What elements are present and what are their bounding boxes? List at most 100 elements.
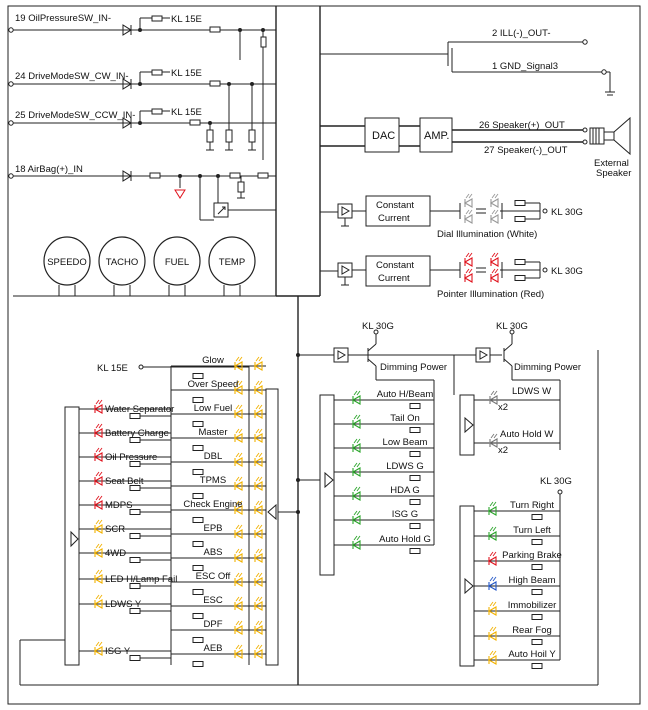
gauge-label: TACHO (106, 257, 139, 268)
center-indicator-label: DBL (204, 451, 222, 462)
left-indicator-label: ISG Y (105, 646, 131, 657)
dimming-kl30g-label: KL 30G (496, 321, 528, 332)
dial-illumination-label: Dial Illumination (White) (437, 229, 537, 240)
left-indicator-label: MDPS (105, 500, 132, 511)
mid-indicator-label: Auto Hold G (379, 534, 431, 545)
led-icon (93, 495, 103, 510)
center-indicator-label: Over Speed (188, 379, 239, 390)
center-indicator-row: Check Engine (171, 499, 266, 523)
led-icon (233, 428, 243, 443)
input-drive-mode-ccw-label: 25 DriveModeSW_CCW_IN- (15, 110, 135, 121)
right-top-driver-bar (459, 394, 475, 456)
left-driver-bar (64, 406, 80, 666)
right-bottom-indicator-row: Rear Fog (474, 625, 560, 645)
output-speaker-plus-label: 26 Speaker(+)_OUT (479, 120, 565, 131)
right-bottom-indicator-row: Turn Left (474, 525, 560, 545)
mid-indicator-label: HDA G (390, 485, 420, 496)
led-icon (253, 548, 263, 563)
mid-indicator-label: Low Beam (383, 437, 428, 448)
lower-bus (19, 296, 599, 686)
mid-indicator-panel (319, 379, 435, 576)
dimming-power-1: KL 30G Dimming Power (333, 321, 447, 380)
mid-indicator-row: Auto Hold G (334, 534, 434, 554)
led-icon (489, 268, 499, 283)
center-indicator-row: ESC Off (171, 571, 266, 595)
diode-icon (122, 117, 132, 129)
output-ill-label: 2 ILL(-)_OUT- (492, 28, 551, 39)
led-icon (489, 193, 499, 208)
led-icon (93, 519, 103, 534)
gauge-label: FUEL (165, 257, 189, 268)
amp-label: AMP. (424, 130, 449, 142)
pointer-kl30g-label: KL 30G (551, 266, 583, 277)
left-indicator-row: 4WD (79, 543, 172, 563)
illumination-led-cluster (459, 193, 541, 224)
led-icon (253, 452, 263, 467)
gauge-speedo: SPEEDO (43, 236, 91, 296)
led-icon (489, 252, 499, 267)
left-indicator-panel (20, 367, 279, 666)
led-icon (351, 438, 361, 453)
left-indicator-row: Water Separator (79, 399, 174, 419)
led-icon (93, 447, 103, 462)
x2-label: x2 (498, 445, 508, 456)
led-icon (253, 644, 263, 659)
kl15e-left-label: KL 15E (97, 363, 128, 374)
center-indicator-label: TPMS (200, 475, 226, 486)
dimming-power-2: KL 30G Dimming Power (453, 321, 581, 395)
left-indicator-label: LDWS Y (105, 599, 142, 610)
left-indicator-row: LED H/Lamp Fail (79, 569, 177, 589)
center-indicator-label: ESC Off (196, 571, 231, 582)
center-indicator-row: TPMS (171, 475, 266, 499)
kl15e-label: KL 15E (171, 68, 202, 79)
led-icon (489, 209, 499, 224)
center-indicator-row: ABS (171, 547, 266, 571)
dial-kl30g-label: KL 30G (551, 207, 583, 218)
center-indicator-label: Check Engine (183, 499, 242, 510)
right-bottom-driver-bar (459, 505, 475, 667)
right-bottom-indicator-label: High Beam (509, 575, 556, 586)
gauge-temp: TEMP (208, 236, 256, 296)
gauge-label: TEMP (219, 257, 245, 268)
led-icon (351, 462, 361, 477)
center-indicator-label: Low Fuel (194, 403, 233, 414)
current-label: Current (378, 273, 410, 284)
external-speaker-label-2: Speaker (596, 168, 631, 179)
right-kl30g-label: KL 30G (540, 476, 572, 487)
led-icon (93, 423, 103, 438)
right-bottom-indicator-label: Parking Brake (502, 550, 562, 561)
center-indicator-row: Glow (171, 355, 266, 379)
center-indicator-row: Master (171, 427, 266, 451)
center-driver-bar (265, 388, 279, 666)
center-indicator-row: DPF (171, 619, 266, 643)
left-indicator-row: Battery Charge (79, 423, 172, 443)
left-indicator-row: SCR (79, 519, 172, 539)
mid-indicator-label: LDWS G (386, 461, 423, 472)
input-airbag-label: 18 AirBag(+)_IN (15, 164, 83, 175)
center-indicator-row: DBL (171, 451, 266, 475)
led-icon (233, 644, 243, 659)
led-icon (253, 476, 263, 491)
led-icon (487, 551, 497, 566)
dial-constant-current-box (365, 195, 431, 227)
led-icon (253, 380, 263, 395)
led-icon (253, 500, 263, 515)
diagram-frame (7, 5, 641, 705)
led-icon (93, 543, 103, 558)
mid-indicator-label: Tail On (390, 413, 420, 424)
led-icon (233, 548, 243, 563)
mid-indicator-label: Auto H/Beam (377, 389, 434, 400)
right-bottom-indicator-label: Turn Right (510, 500, 554, 511)
current-label: Current (378, 213, 410, 224)
led-icon (488, 390, 498, 405)
kl15e-label: KL 15E (171, 107, 202, 118)
led-icon (487, 576, 497, 591)
led-icon (233, 356, 243, 371)
mid-indicator-row: Low Beam (334, 437, 434, 457)
led-icon (463, 209, 473, 224)
led-icon (233, 380, 243, 395)
center-indicator-label: DPF (204, 619, 223, 630)
constant-label: Constant (376, 200, 414, 211)
